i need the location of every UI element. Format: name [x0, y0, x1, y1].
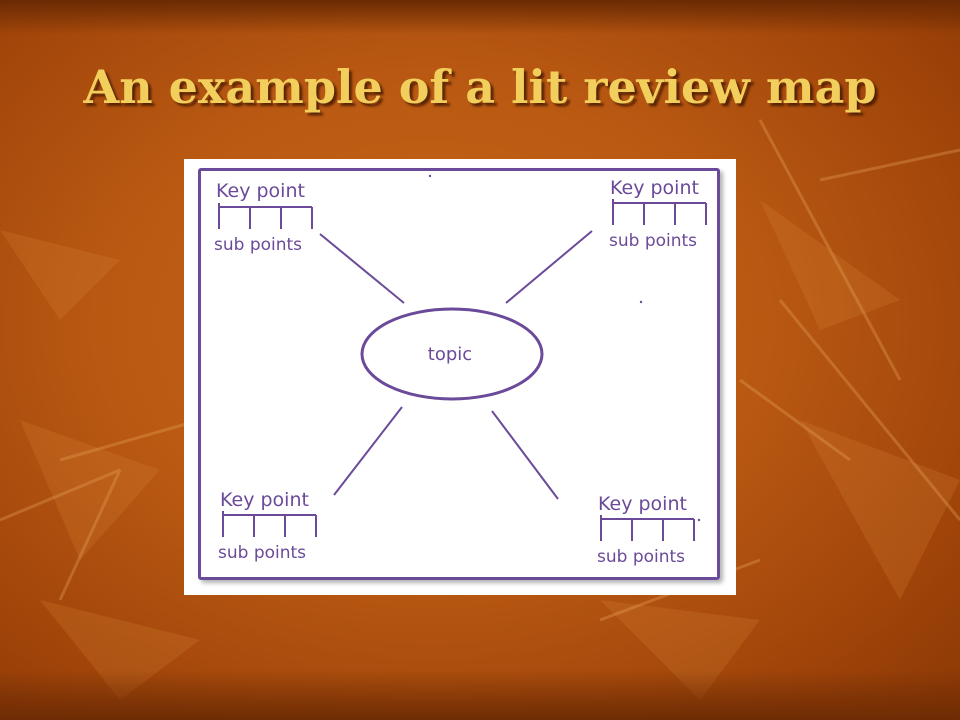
branch-top-left: Key point sub points [214, 180, 313, 255]
branch-top-right: Key point sub points [609, 177, 707, 251]
diagram-frame [198, 168, 720, 580]
topic-ellipse [360, 307, 544, 401]
key-point-label: Key point [216, 180, 305, 202]
branch-bottom-left: Key point sub points [218, 489, 317, 563]
connector-bottom-right [491, 410, 559, 500]
sub-points-bracket [218, 203, 313, 229]
speck-dot [428, 174, 432, 178]
sub-points-label: sub points [218, 543, 306, 563]
key-point-label: Key point [610, 177, 699, 199]
lit-review-map-diagram: topic Key point sub points Key point sub… [184, 159, 736, 595]
diagram-drawing: topic Key point sub points Key point sub… [214, 174, 707, 567]
bottom-shade-band [0, 670, 960, 720]
connector-bottom-left [333, 406, 403, 496]
slide-title: An example of a lit review map [83, 60, 877, 114]
speck-dot [639, 300, 643, 304]
sub-points-bracket [222, 511, 317, 537]
connector-top-right [505, 230, 593, 304]
sub-points-label: sub points [214, 235, 302, 255]
speck-dot [697, 518, 701, 522]
key-point-label: Key point [220, 489, 309, 511]
branch-bottom-right: Key point sub points [597, 493, 695, 567]
sub-points-label: sub points [609, 231, 697, 251]
top-shade-band [0, 0, 960, 34]
sub-points-label: sub points [597, 547, 685, 567]
connector-top-left [319, 233, 405, 304]
sub-points-bracket [612, 199, 707, 225]
topic-label: topic [428, 344, 472, 365]
key-point-label: Key point [598, 493, 687, 515]
sub-points-bracket [600, 515, 695, 541]
